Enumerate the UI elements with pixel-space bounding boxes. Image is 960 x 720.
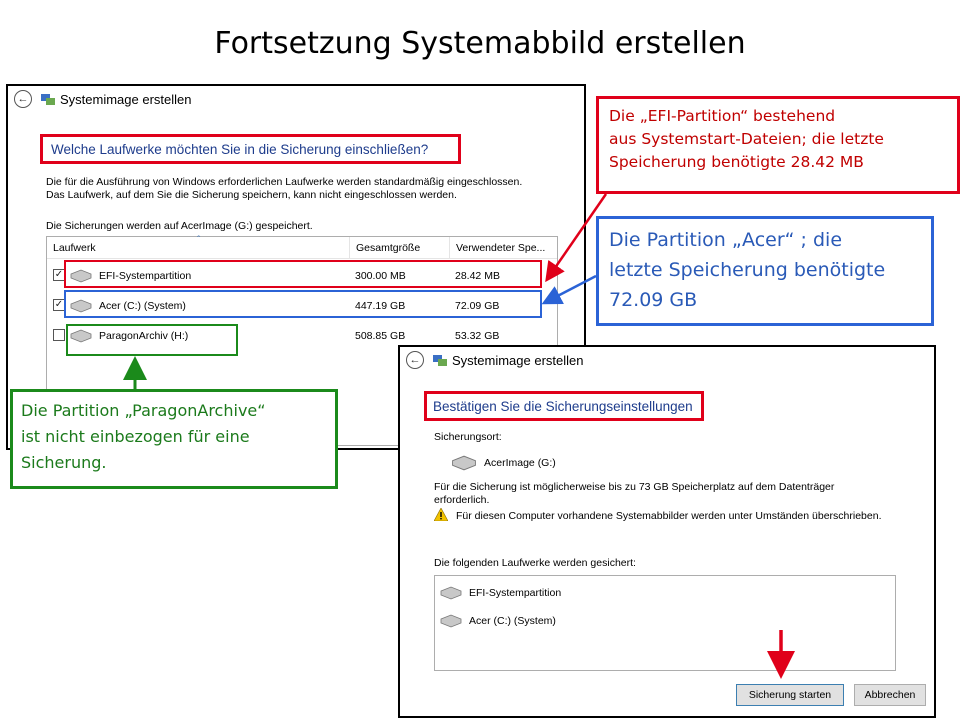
drive-used-space: 72.09 GB bbox=[455, 300, 500, 312]
space-requirement: Für die Sicherung ist möglicherweise bis… bbox=[434, 481, 924, 507]
efi-callout-line-1: Die „EFI-Partition“ bestehend bbox=[609, 107, 836, 125]
sort-caret-icon: ˆ bbox=[197, 235, 201, 246]
window-title: Systemimage erstellen bbox=[452, 352, 584, 368]
drive-used-space: 28.42 MB bbox=[455, 270, 500, 282]
efi-highlight-box bbox=[64, 260, 542, 288]
page-heading: Bestätigen Sie die Sicherungseinstellung… bbox=[424, 391, 704, 421]
paragon-callout: Die Partition „ParagonArchive“ ist nicht… bbox=[10, 389, 338, 489]
drive-total-size: 447.19 GB bbox=[355, 300, 406, 312]
table-row[interactable]: ✓ Acer (C:) (System) 447.19 GB 72.09 GB bbox=[47, 291, 557, 321]
drive-icon bbox=[452, 455, 476, 471]
drive-total-size: 300.00 MB bbox=[355, 270, 406, 282]
drive-icon bbox=[70, 329, 92, 343]
location-label: Sicherungsort: bbox=[434, 431, 502, 443]
drive-name: Acer (C:) (System) bbox=[99, 300, 186, 312]
paragon-highlight-box bbox=[66, 324, 238, 356]
table-row[interactable]: ✓ EFI-Systempartition 300.00 MB 28.42 MB bbox=[47, 261, 557, 291]
space-line-1: Für die Sicherung ist möglicherweise bis… bbox=[434, 481, 835, 493]
warning-icon bbox=[434, 508, 448, 521]
confirm-settings-window: ← Systemimage erstellen Bestätigen Sie d… bbox=[398, 345, 936, 718]
drive-name: ParagonArchiv (H:) bbox=[99, 330, 189, 342]
title-bar: ← Systemimage erstellen bbox=[400, 347, 934, 373]
warning-text: Für diesen Computer vorhandene Systemabb… bbox=[456, 510, 882, 522]
column-total-size[interactable]: Gesamtgröße bbox=[349, 237, 420, 259]
back-arrow-icon[interactable]: ← bbox=[406, 351, 424, 369]
efi-callout: Die „EFI-Partition“ bestehend aus System… bbox=[596, 96, 960, 194]
paragon-callout-line-3: Sicherung. bbox=[21, 453, 107, 472]
drive-name: EFI-Systempartition bbox=[469, 587, 562, 599]
drive-table: Laufwerk ˆ Gesamtgröße Verwendeter Spe..… bbox=[46, 235, 558, 446]
acer-callout-line-1: Die Partition „Acer“ ; die bbox=[609, 229, 843, 251]
acer-highlight-box bbox=[64, 290, 542, 318]
drive-total-size: 508.85 GB bbox=[355, 330, 406, 342]
slide-title: Fortsetzung Systemabbild erstellen bbox=[214, 26, 746, 61]
page-heading: Welche Laufwerke möchten Sie in die Sich… bbox=[40, 134, 461, 164]
table-header: Laufwerk ˆ Gesamtgröße Verwendeter Spe..… bbox=[47, 235, 557, 259]
backup-icon bbox=[433, 355, 447, 366]
drive-name: Acer (C:) (System) bbox=[469, 615, 556, 627]
location-value: AcerImage (G:) bbox=[484, 457, 556, 469]
paragon-callout-line-1: Die Partition „ParagonArchive“ bbox=[21, 401, 266, 420]
back-arrow-icon[interactable]: ← bbox=[14, 90, 32, 108]
title-bar: ← Systemimage erstellen bbox=[8, 86, 584, 112]
acer-callout-line-3: 72.09 GB bbox=[609, 289, 698, 311]
start-backup-button[interactable]: Sicherung starten bbox=[736, 684, 844, 706]
list-item: EFI-Systempartition bbox=[435, 582, 895, 606]
description-line-1: Die für die Ausführung von Windows erfor… bbox=[46, 176, 523, 188]
table-row[interactable]: ParagonArchiv (H:) 508.85 GB 53.32 GB bbox=[47, 321, 557, 351]
drives-label: Die folgenden Laufwerke werden gesichert… bbox=[434, 557, 636, 569]
efi-callout-line-3: Speicherung benötigte 28.42 MB bbox=[609, 153, 864, 171]
description-line-2: Das Laufwerk, auf dem Sie die Sicherung … bbox=[46, 189, 457, 201]
backup-target-text: Die Sicherungen werden auf AcerImage (G:… bbox=[46, 220, 313, 232]
list-item: Acer (C:) (System) bbox=[435, 610, 895, 634]
window-title: Systemimage erstellen bbox=[60, 91, 192, 107]
backup-icon bbox=[41, 94, 55, 105]
acer-callout-line-2: letzte Speicherung benötigte bbox=[609, 259, 886, 281]
drive-icon bbox=[440, 614, 462, 628]
drive-icon bbox=[70, 299, 92, 313]
efi-callout-line-2: aus Systemstart-Dateien; die letzte bbox=[609, 130, 884, 148]
drive-icon bbox=[70, 269, 92, 283]
column-used-space[interactable]: Verwendeter Spe... bbox=[449, 237, 545, 259]
include-checkbox[interactable] bbox=[53, 329, 65, 341]
description: Die für die Ausführung von Windows erfor… bbox=[46, 176, 566, 202]
paragon-callout-line-2: ist nicht einbezogen für eine bbox=[21, 427, 250, 446]
drive-icon bbox=[440, 586, 462, 600]
drive-name: EFI-Systempartition bbox=[99, 270, 192, 282]
backup-drive-list: EFI-Systempartition Acer (C:) (System) bbox=[434, 575, 896, 671]
column-drive[interactable]: Laufwerk bbox=[53, 242, 96, 254]
acer-callout: Die Partition „Acer“ ; die letzte Speich… bbox=[596, 216, 934, 326]
cancel-button[interactable]: Abbrechen bbox=[854, 684, 926, 706]
drive-used-space: 53.32 GB bbox=[455, 330, 500, 342]
space-line-2: erforderlich. bbox=[434, 494, 490, 506]
